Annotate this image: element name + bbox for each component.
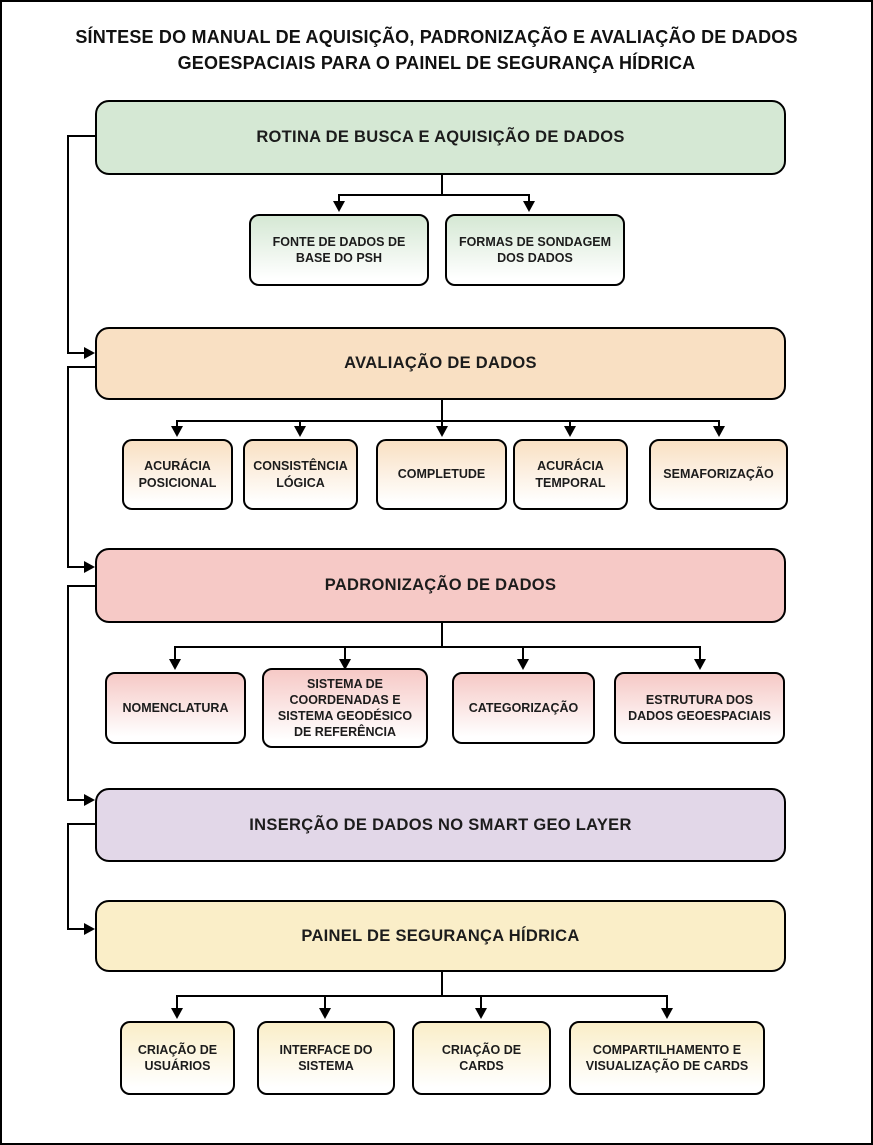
arrowhead-right-orange bbox=[84, 347, 95, 359]
arrowhead-down-yellow-1 bbox=[171, 1008, 183, 1019]
branch-cross-orange bbox=[176, 420, 720, 422]
arrowhead-down-orange-3 bbox=[436, 426, 448, 437]
arrowhead-down-green-1 bbox=[333, 201, 345, 212]
node-painel-seguranca-hidrica: PAINEL DE SEGURANÇA HÍDRICA bbox=[95, 900, 786, 972]
connector-rail-3 bbox=[67, 585, 69, 801]
node-avaliacao-dados: AVALIAÇÃO DE DADOS bbox=[95, 327, 786, 400]
arrowhead-down-yellow-4 bbox=[661, 1008, 673, 1019]
title-line-1: SÍNTESE DO MANUAL DE AQUISIÇÃO, PADRONIZ… bbox=[75, 27, 798, 47]
node-compartilhamento-visualizacao-cards: COMPARTILHAMENTO E VISUALIZAÇÃO DE CARDS bbox=[569, 1021, 765, 1095]
branch-drop-red-3 bbox=[522, 646, 524, 660]
branch-cross-red bbox=[174, 646, 701, 648]
arrowhead-down-red-2 bbox=[339, 659, 351, 670]
arrowhead-down-green-2 bbox=[523, 201, 535, 212]
branch-drop-orange-1 bbox=[176, 420, 178, 427]
node-acuracia-posicional: ACURÁCIA POSICIONAL bbox=[122, 439, 233, 510]
node-categorizacao: CATEGORIZAÇÃO bbox=[452, 672, 595, 744]
node-label-padronizacao: PADRONIZAÇÃO DE DADOS bbox=[324, 576, 557, 594]
branch-drop-green-2 bbox=[528, 194, 530, 201]
branch-cross-yellow bbox=[176, 995, 668, 997]
branch-stem-green bbox=[441, 175, 443, 196]
connector-out-green bbox=[67, 135, 95, 137]
connector-in-orange bbox=[67, 352, 86, 354]
node-sistema-coordenadas: SISTEMA DE COORDENADAS E SISTEMA GEODÉSI… bbox=[262, 668, 428, 748]
node-rotina-busca-aquisicao: ROTINA DE BUSCA E AQUISIÇÃO DE DADOS bbox=[95, 100, 786, 175]
node-label-insercao: INSERÇÃO DE DADOS NO SMART GEO LAYER bbox=[249, 815, 632, 834]
branch-drop-orange-4 bbox=[569, 420, 571, 427]
node-interface-sistema: INTERFACE DO SISTEMA bbox=[257, 1021, 395, 1095]
node-criacao-usuarios: CRIAÇÃO DE USUÁRIOS bbox=[120, 1021, 235, 1095]
connector-out-orange bbox=[67, 366, 95, 368]
connector-in-red bbox=[67, 566, 86, 568]
branch-stem-orange bbox=[441, 400, 443, 422]
branch-drop-green-1 bbox=[338, 194, 340, 201]
connector-rail-4 bbox=[67, 823, 69, 930]
node-estrutura-dados-geoespaciais: ESTRUTURA DOS DADOS GEOESPACIAIS bbox=[614, 672, 785, 744]
diagram-title: SÍNTESE DO MANUAL DE AQUISIÇÃO, PADRONIZ… bbox=[2, 24, 871, 76]
arrowhead-down-yellow-3 bbox=[475, 1008, 487, 1019]
node-criacao-cards: CRIAÇÃO DE CARDS bbox=[412, 1021, 551, 1095]
branch-drop-red-2 bbox=[344, 646, 346, 660]
arrowhead-right-yellow bbox=[84, 923, 95, 935]
connector-rail-1 bbox=[67, 135, 69, 354]
node-acuracia-temporal: ACURÁCIA TEMPORAL bbox=[513, 439, 628, 510]
arrowhead-down-red-4 bbox=[694, 659, 706, 670]
branch-drop-red-1 bbox=[174, 646, 176, 660]
connector-rail-2 bbox=[67, 366, 69, 568]
title-line-2: GEOESPACIAIS PARA O PAINEL DE SEGURANÇA … bbox=[177, 53, 696, 73]
arrowhead-down-red-3 bbox=[517, 659, 529, 670]
arrowhead-down-orange-2 bbox=[294, 426, 306, 437]
node-formas-sondagem: FORMAS DE SONDAGEM DOS DADOS bbox=[445, 214, 625, 286]
arrowhead-down-red-1 bbox=[169, 659, 181, 670]
branch-stem-red bbox=[441, 623, 443, 648]
branch-cross-green bbox=[338, 194, 530, 196]
arrowhead-down-orange-5 bbox=[713, 426, 725, 437]
branch-stem-yellow bbox=[441, 972, 443, 997]
node-label-rotina: ROTINA DE BUSCA E AQUISIÇÃO DE DADOS bbox=[256, 128, 625, 146]
branch-drop-orange-5 bbox=[718, 420, 720, 427]
node-padronizacao-dados: PADRONIZAÇÃO DE DADOS bbox=[95, 548, 786, 623]
arrowhead-right-purple bbox=[84, 794, 95, 806]
branch-drop-yellow-2 bbox=[324, 995, 326, 1009]
node-semaforizacao: SEMAFORIZAÇÃO bbox=[649, 439, 788, 510]
node-completude: COMPLETUDE bbox=[376, 439, 507, 510]
branch-drop-yellow-3 bbox=[480, 995, 482, 1009]
arrowhead-right-red bbox=[84, 561, 95, 573]
node-label-avaliacao: AVALIAÇÃO DE DADOS bbox=[344, 354, 537, 372]
branch-drop-orange-3 bbox=[441, 420, 443, 427]
node-label-painel: PAINEL DE SEGURANÇA HÍDRICA bbox=[301, 926, 580, 945]
branch-drop-yellow-1 bbox=[176, 995, 178, 1009]
arrowhead-down-yellow-2 bbox=[319, 1008, 331, 1019]
branch-drop-orange-2 bbox=[299, 420, 301, 427]
connector-out-red bbox=[67, 585, 95, 587]
node-insercao-smart-geo-layer: INSERÇÃO DE DADOS NO SMART GEO LAYER bbox=[95, 788, 786, 862]
connector-in-purple bbox=[67, 799, 86, 801]
node-nomenclatura: NOMENCLATURA bbox=[105, 672, 246, 744]
branch-drop-red-4 bbox=[699, 646, 701, 660]
arrowhead-down-orange-1 bbox=[171, 426, 183, 437]
node-consistencia-logica: CONSISTÊNCIA LÓGICA bbox=[243, 439, 358, 510]
arrowhead-down-orange-4 bbox=[564, 426, 576, 437]
connector-in-yellow bbox=[67, 928, 86, 930]
connector-out-purple bbox=[67, 823, 95, 825]
branch-drop-yellow-4 bbox=[666, 995, 668, 1009]
node-fonte-dados-psh: FONTE DE DADOS DE BASE DO PSH bbox=[249, 214, 429, 286]
